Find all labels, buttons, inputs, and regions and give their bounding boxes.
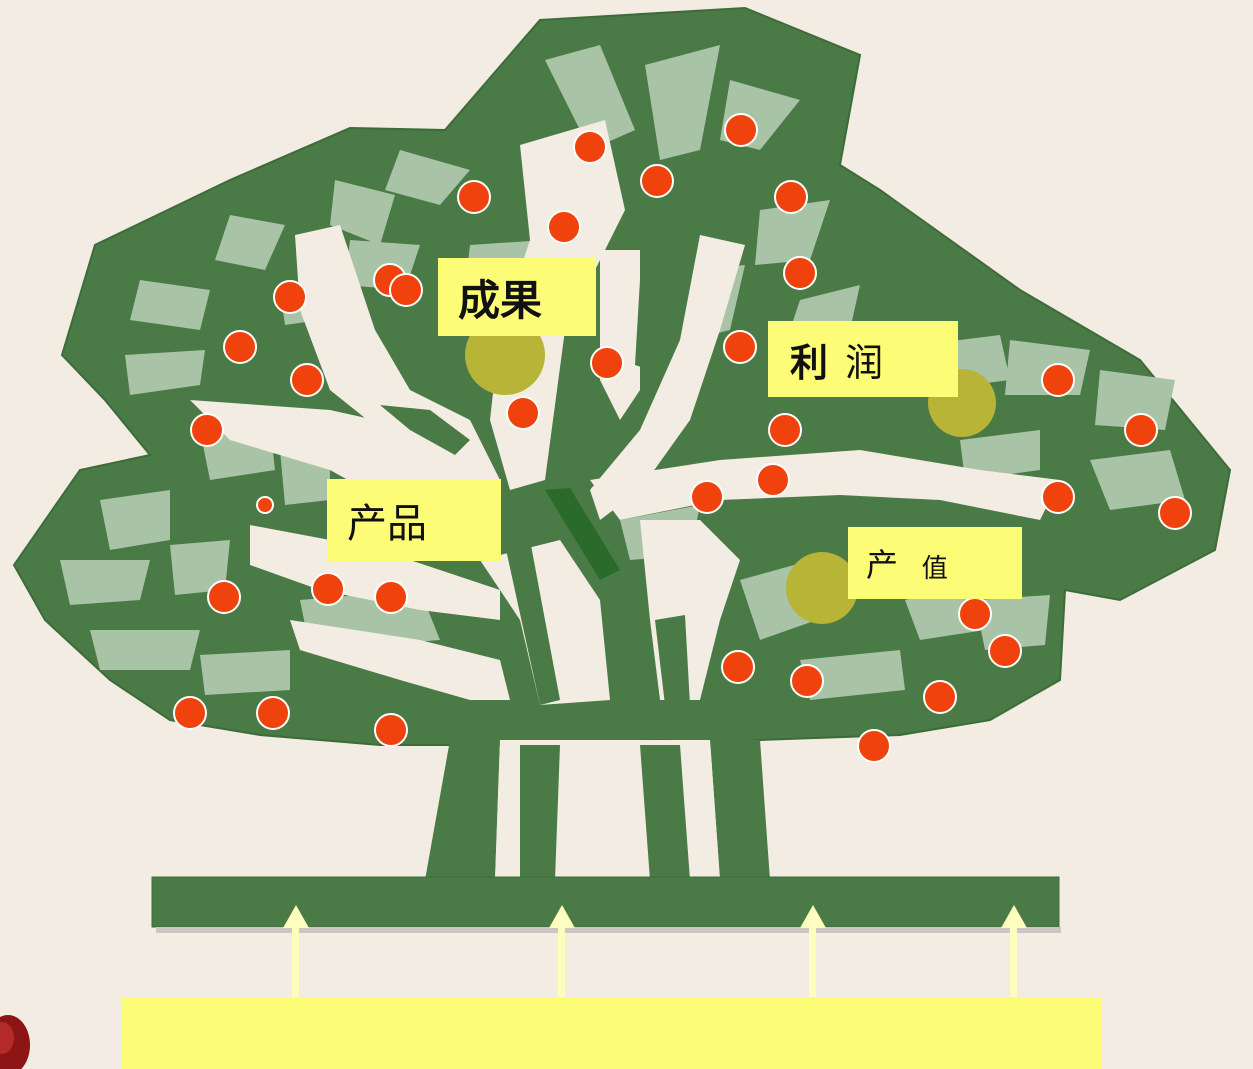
arrow-up-icon <box>1001 905 1027 997</box>
fruit <box>190 413 224 447</box>
fruit <box>724 113 758 147</box>
label-chanpin: 产 品 <box>327 479 501 561</box>
fruit <box>1124 413 1158 447</box>
fruit <box>988 634 1022 668</box>
label-chanzhi-char1: 产 <box>866 546 899 584</box>
fruit <box>783 256 817 290</box>
fruit <box>547 210 581 244</box>
fruit <box>958 597 992 631</box>
label-chanpin-char2: 品 <box>387 501 427 547</box>
fruit <box>389 273 423 307</box>
fruit <box>256 696 290 730</box>
fruit <box>690 480 724 514</box>
ground-shadow <box>156 927 1061 933</box>
arrow-up-icon <box>800 905 826 997</box>
fruit <box>573 130 607 164</box>
label-lirun-char1: 利 <box>790 340 829 385</box>
fruit <box>173 696 207 730</box>
arrow-up-icon <box>283 905 309 997</box>
branch-veins <box>380 280 690 705</box>
arrows <box>283 905 1027 997</box>
fruit <box>290 363 324 397</box>
fruit <box>723 330 757 364</box>
fruit <box>506 396 540 430</box>
root-foundation-box <box>122 997 1102 1069</box>
fruit <box>768 413 802 447</box>
fruit <box>756 463 790 497</box>
fruit <box>223 330 257 364</box>
fruit <box>721 650 755 684</box>
fruit <box>1041 363 1075 397</box>
fruit <box>374 713 408 747</box>
fruit <box>457 180 491 214</box>
fruit <box>374 580 408 614</box>
trunk <box>425 740 770 880</box>
label-chanzhi: 产 值 <box>848 527 1022 599</box>
fruits <box>173 113 1192 763</box>
fruit <box>590 346 624 380</box>
label-chengguo: 成果 <box>438 258 596 336</box>
fruit <box>1041 480 1075 514</box>
fruit <box>311 572 345 606</box>
fruit <box>640 164 674 198</box>
label-lirun: 利 润 <box>768 321 958 397</box>
label-chengguo-text: 成果 <box>458 275 543 325</box>
fruit <box>273 280 307 314</box>
fruit <box>1158 496 1192 530</box>
corner-berry-icon <box>0 1015 30 1069</box>
fruit <box>207 580 241 614</box>
fruit <box>774 180 808 214</box>
fruit <box>256 496 274 514</box>
label-chanzhi-char2: 值 <box>921 554 948 584</box>
fruit <box>923 680 957 714</box>
label-lirun-char2: 润 <box>845 340 884 385</box>
label-chanpin-char1: 产 <box>347 501 387 547</box>
fruit <box>790 664 824 698</box>
fruit <box>857 729 891 763</box>
arrow-up-icon <box>549 905 575 997</box>
